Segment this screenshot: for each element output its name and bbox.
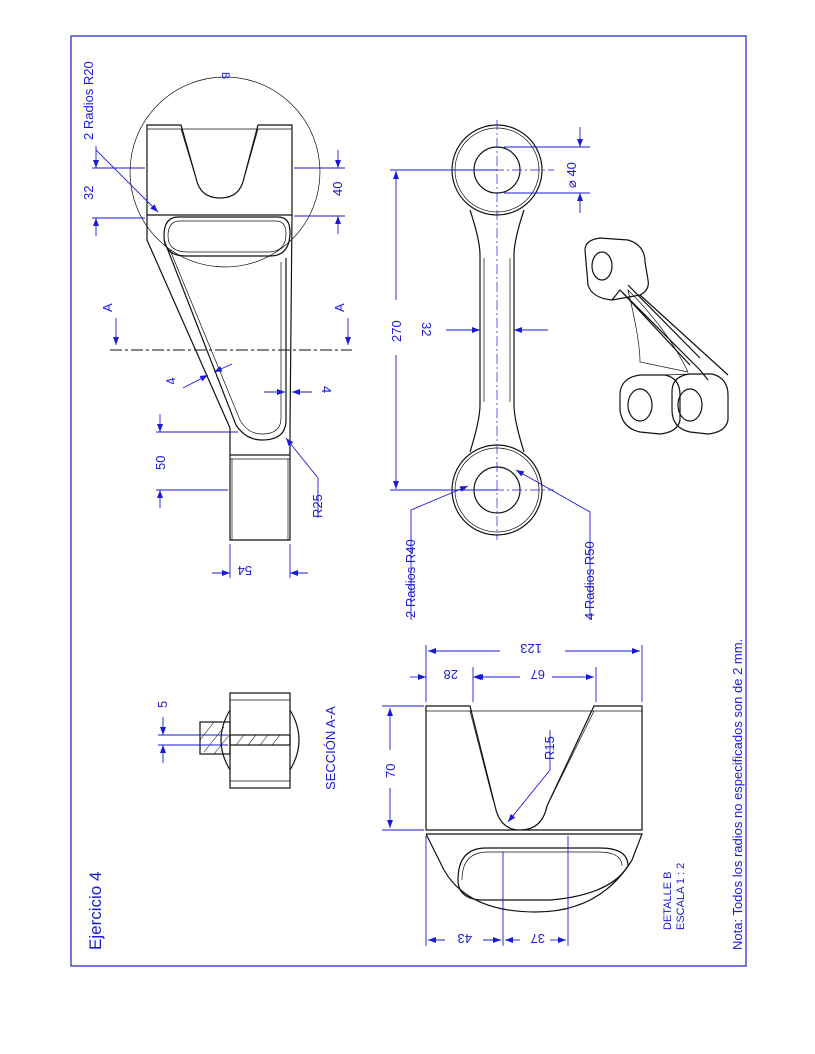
dim-4-left: 4: [163, 376, 179, 386]
dim-50: 50: [153, 456, 168, 470]
fork-outline: [146, 124, 293, 216]
main-view: A A 32 2 Radios R20 B 40 4 4 50: [81, 61, 352, 578]
section-mark-right: A: [332, 303, 347, 312]
detail-view: 123 28 67 70 R15 43 37 DETALLE B ESCALA …: [382, 641, 687, 946]
sheet-note: Nota: Todos los radios no especificados …: [730, 639, 745, 950]
dim-70: 70: [383, 764, 398, 778]
section-hatch: [199, 721, 281, 755]
dim-43: 43: [458, 931, 472, 946]
side-view: ⌀ 40 270 32 2 Radios R40 4 Radios R50: [389, 120, 597, 620]
sheet-title: Ejercicio 4: [86, 872, 105, 950]
label-radios-r50: 4 Radios R50: [582, 541, 597, 620]
dim-dia-40: ⌀ 40: [564, 162, 579, 188]
section-caption: SECCIÓN A-A: [323, 706, 338, 790]
sheet-border: [70, 35, 747, 967]
dim-32-main: 32: [81, 186, 96, 200]
isometric-view: [584, 237, 729, 435]
dim-40-main: 40: [330, 182, 345, 196]
section-mark-left: A: [100, 303, 115, 312]
section-view: 5 SECCIÓN A-A: [155, 692, 338, 790]
label-radios-r40: 2 Radios R40: [403, 539, 418, 618]
dim-4-right: 4: [319, 386, 334, 393]
dim-5: 5: [155, 701, 170, 708]
dim-37: 37: [531, 931, 545, 946]
dim-123: 123: [520, 641, 542, 656]
dim-67: 67: [531, 667, 545, 682]
label-radios-r20: 2 Radios R20: [81, 61, 96, 140]
radius-r15: R15: [542, 736, 557, 760]
dim-28: 28: [444, 667, 458, 682]
detail-scale: ESCALA 1 : 2: [675, 863, 687, 930]
arm-outline: [146, 214, 293, 541]
dim-54: 54: [238, 563, 252, 578]
dim-270: 270: [389, 320, 404, 342]
detail-mark-b: B: [219, 72, 231, 79]
detail-caption: DETALLE B: [662, 872, 674, 931]
radius-r25: R25: [310, 494, 325, 518]
dim-32-side: 32: [419, 322, 434, 336]
detail-b-circle: [129, 76, 321, 268]
